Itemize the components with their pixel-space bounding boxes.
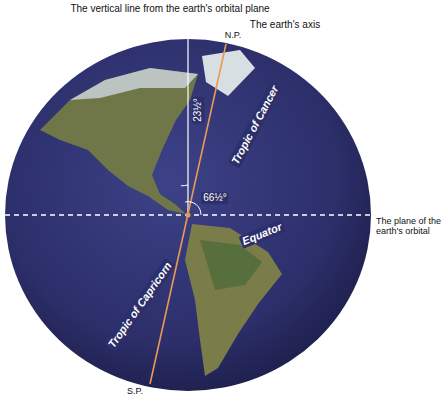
- label: The vertical line from the earth's orbit…: [70, 3, 269, 15]
- label: 23½°: [192, 96, 204, 123]
- north-america: [40, 68, 198, 214]
- label: The earth's axis: [250, 19, 320, 31]
- label: Equator: [239, 220, 286, 249]
- rainforest: [200, 240, 262, 290]
- label: Tropic of Cancer: [228, 82, 282, 168]
- vertical-line: [187, 20, 188, 215]
- earth-axis: [150, 44, 226, 384]
- earth-center: [186, 213, 191, 218]
- south-america: [185, 224, 282, 376]
- greenland: [202, 50, 255, 96]
- label: N.P.: [225, 30, 241, 40]
- label: Tropic of Capricorn: [104, 258, 175, 352]
- label: 66½°: [201, 192, 228, 204]
- label: S.P.: [127, 386, 143, 396]
- snow: [70, 68, 198, 100]
- angle-arc: [181, 185, 188, 187]
- continents: [40, 50, 282, 376]
- label: The plane of the earth's orbital: [376, 216, 442, 237]
